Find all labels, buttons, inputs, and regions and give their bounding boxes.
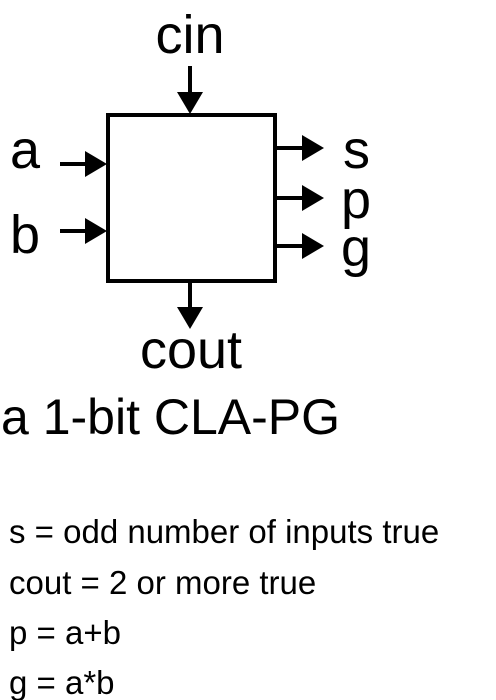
definition-carry-out: cout = 2 or more true: [9, 564, 316, 601]
cout-label: cout: [140, 320, 242, 380]
cla-pg-block: [106, 113, 277, 283]
a-arrow: [60, 151, 107, 177]
s-arrow: [275, 135, 324, 161]
b-label: b: [10, 205, 40, 265]
a-label: a: [10, 120, 41, 180]
definition-propagate: p = a+b: [9, 614, 121, 651]
definition-generate: g = a*b: [9, 664, 115, 700]
g-label: g: [341, 218, 371, 278]
s-label: s: [343, 120, 370, 180]
g-arrow: [275, 233, 324, 259]
p-label: p: [341, 170, 371, 230]
diagram-caption: a 1-bit CLA-PG: [1, 389, 340, 445]
cout-arrow: [177, 281, 203, 329]
definition-sum: s = odd number of inputs true: [9, 513, 439, 550]
cin-label: cin: [155, 5, 224, 65]
b-arrow: [60, 218, 107, 244]
cin-arrow: [177, 66, 203, 114]
p-arrow: [275, 185, 324, 211]
